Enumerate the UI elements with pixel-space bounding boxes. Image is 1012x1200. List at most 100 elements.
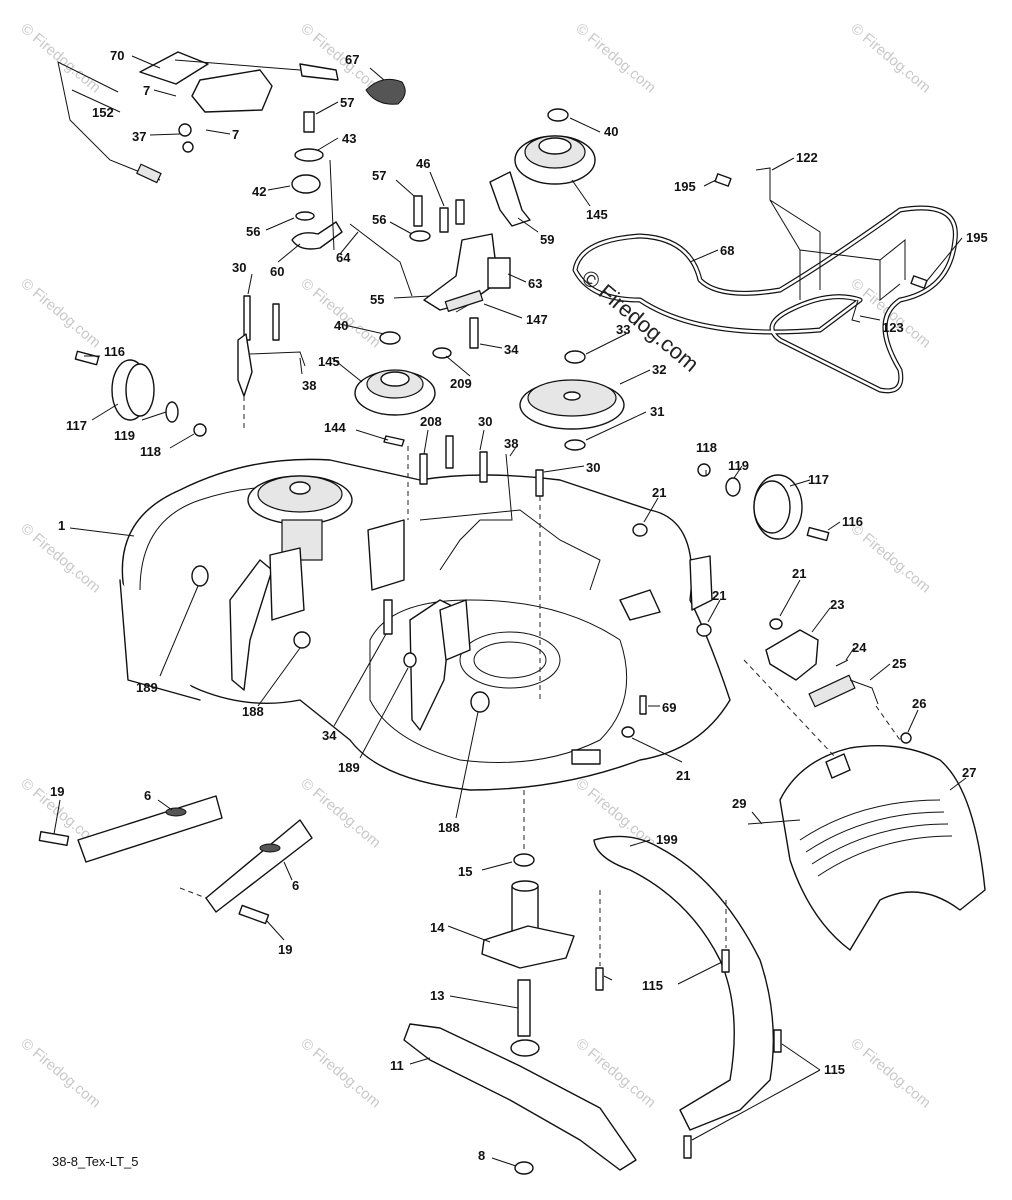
callout-63: 63 <box>528 276 542 291</box>
callout-59: 59 <box>540 232 554 247</box>
callout-30: 30 <box>478 414 492 429</box>
spring-42-shape <box>291 174 321 194</box>
callout-32: 32 <box>652 362 666 377</box>
discharge-chute-assembly <box>743 629 986 951</box>
callout-11: 11 <box>390 1058 404 1073</box>
callout-7: 7 <box>143 83 150 98</box>
gauge-wheel-right <box>697 463 830 542</box>
callout-152: 152 <box>92 105 114 120</box>
pulley-hub-shape <box>380 371 410 387</box>
bolt-46a-shape <box>439 207 449 233</box>
callout-6: 6 <box>144 788 151 803</box>
deck-spindle-opening-inner <box>473 641 547 679</box>
deck-bracket-144 <box>367 519 405 591</box>
spring-coil-shape <box>444 289 484 313</box>
bearing-15-shape <box>513 853 535 867</box>
spindle-14-flange <box>481 925 575 969</box>
shaft-13-shape <box>517 979 531 1037</box>
callout-117: 117 <box>66 418 87 433</box>
washer-209-shape <box>432 347 452 359</box>
washer-56-shape <box>295 211 315 221</box>
idler-pulley-145-lower <box>354 331 436 416</box>
screw-115c-shape <box>773 1029 782 1053</box>
deck-spindle-opening <box>459 631 561 689</box>
rod-152-shape <box>57 61 161 181</box>
callout-46: 46 <box>416 156 430 171</box>
shaft-collar-shape <box>510 1039 540 1057</box>
deflector-shape <box>593 835 775 1131</box>
bolt-30b-shape <box>272 303 280 341</box>
callout-195: 195 <box>966 230 988 245</box>
callout-188: 188 <box>242 704 264 719</box>
callout-69: 69 <box>662 700 676 715</box>
watermark-text: © Firedog.com <box>297 275 383 351</box>
callout-64: 64 <box>336 250 351 265</box>
arm-60-shape <box>291 221 343 250</box>
callout-21: 21 <box>676 768 690 783</box>
bolt-34b-shape <box>383 599 393 635</box>
washer-shape <box>182 141 194 153</box>
washer-37-shape <box>178 123 192 137</box>
nut-118-shape <box>193 423 207 437</box>
washer-119-shape <box>165 401 179 423</box>
callout-195: 195 <box>674 179 696 194</box>
bushing-188a-shape <box>293 631 311 649</box>
callout-115: 115 <box>824 1062 845 1077</box>
callout-40: 40 <box>334 318 348 333</box>
bolt-30e-shape <box>535 469 544 497</box>
callout-7: 7 <box>232 127 239 142</box>
nut-21a-shape <box>632 523 648 537</box>
bracket-144-shape <box>383 435 405 447</box>
knob-67-shape <box>365 78 406 105</box>
callout-27: 27 <box>962 765 976 780</box>
callout-199: 199 <box>656 832 678 847</box>
callout-119: 119 <box>114 428 135 443</box>
watermark-text: © Firedog.com <box>297 1035 383 1111</box>
deflector-shield-199 <box>593 835 782 1159</box>
callout-14: 14 <box>430 920 445 935</box>
spring-hook-shape <box>849 679 879 705</box>
callout-34: 34 <box>504 342 519 357</box>
clip-26-shape <box>900 732 912 744</box>
bolt-69-shape <box>639 695 647 715</box>
nut-40b-shape <box>379 331 401 345</box>
washer-31-shape <box>564 439 586 451</box>
bracket-6b-shape <box>205 819 313 913</box>
deck-bracket-right <box>409 599 453 731</box>
watermark-text: © Firedog.com <box>847 520 933 596</box>
bolt-195a-shape <box>714 173 732 187</box>
callout-labels: 70 67 7 152 37 7 57 43 42 56 60 46 57 56… <box>50 48 988 1163</box>
spindle-pulley-32 <box>519 350 625 451</box>
nut-40-shape <box>547 108 569 122</box>
dash-guide <box>875 705 901 741</box>
callout-123: 123 <box>882 320 904 335</box>
callout-42: 42 <box>252 184 266 199</box>
callout-33: 33 <box>616 322 630 337</box>
lift-bracket-assembly <box>57 51 406 184</box>
callout-29: 29 <box>732 796 746 811</box>
belt-keeper-bracket <box>714 167 928 323</box>
gauge-wheel-left <box>74 350 207 437</box>
bolt-116-shape <box>74 350 100 366</box>
callout-118: 118 <box>140 444 161 459</box>
callout-38: 38 <box>302 378 316 393</box>
idler-bracket-assembly <box>409 171 531 359</box>
bolt-57-shape <box>303 111 315 133</box>
pulley-hub-shape <box>563 391 581 401</box>
callout-13: 13 <box>430 988 444 1003</box>
plate-63-shape <box>487 257 511 289</box>
watermark-text: © Firedog.com <box>847 20 933 96</box>
bracket-123-shape <box>851 299 861 323</box>
bushing-189b-shape <box>403 652 417 668</box>
callout-40: 40 <box>604 124 618 139</box>
rod-38b-shape <box>439 453 513 571</box>
callout-56: 56 <box>246 224 260 239</box>
deck-bracket-left <box>229 559 273 691</box>
callout-122: 122 <box>796 150 818 165</box>
bracket-70-shape <box>139 51 209 85</box>
callout-21: 21 <box>792 566 806 581</box>
callout-43: 43 <box>342 131 356 146</box>
callout-60: 60 <box>270 264 284 279</box>
chute-hinge-shape <box>825 753 851 779</box>
